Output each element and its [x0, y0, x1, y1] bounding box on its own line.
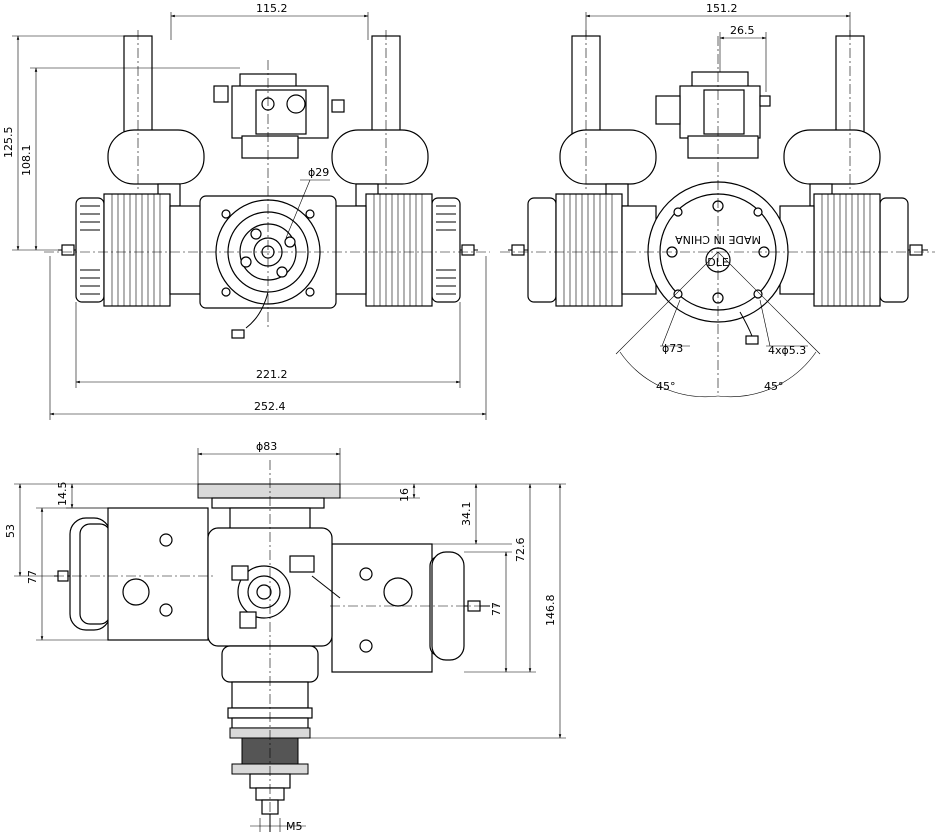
- dim-16: 16: [398, 488, 411, 502]
- dim-angle-right: 45°: [764, 380, 784, 393]
- dim-115-2: 115.2: [256, 2, 288, 15]
- dim-m5: M5: [286, 820, 303, 833]
- top-view: [54, 460, 500, 832]
- rear-plate-logo: DLE: [707, 256, 729, 269]
- dim-146-8: 146.8: [544, 595, 557, 627]
- dim-phi-29: ϕ29: [308, 166, 329, 179]
- top-dimensions: ϕ83 14.5 53 77 16 34.1 72.6 77 146.8 M5: [4, 440, 566, 833]
- dim-phi-73: ϕ73: [662, 342, 683, 355]
- dim-34-1: 34.1: [460, 502, 473, 527]
- dim-252-4: 252.4: [254, 400, 286, 413]
- dim-53: 53: [4, 524, 17, 538]
- front-view: [44, 30, 490, 339]
- dim-72-6: 72.6: [514, 538, 527, 563]
- dim-221-2: 221.2: [256, 368, 288, 381]
- dim-125-5: 125.5: [2, 127, 15, 159]
- dim-phi-83: ϕ83: [256, 440, 277, 453]
- dim-151-2: 151.2: [706, 2, 738, 15]
- front-dimensions: 115.2 125.5 108.1 ϕ29 221.2 252.4: [2, 2, 487, 420]
- dim-108-1: 108.1: [20, 145, 33, 177]
- dim-4x-phi-5-3: 4xϕ5.3: [768, 344, 806, 357]
- rear-view: MADE IN CHINA DLE: [500, 30, 935, 396]
- dim-angle-left: 45°: [656, 380, 676, 393]
- dim-26-5: 26.5: [730, 24, 755, 37]
- dim-77-right: 77: [490, 602, 503, 616]
- rear-dimensions: 151.2 26.5 ϕ73 4xϕ5.3 45° 45°: [585, 2, 851, 397]
- dim-14-5: 14.5: [56, 482, 69, 507]
- dim-77-left: 77: [26, 570, 39, 584]
